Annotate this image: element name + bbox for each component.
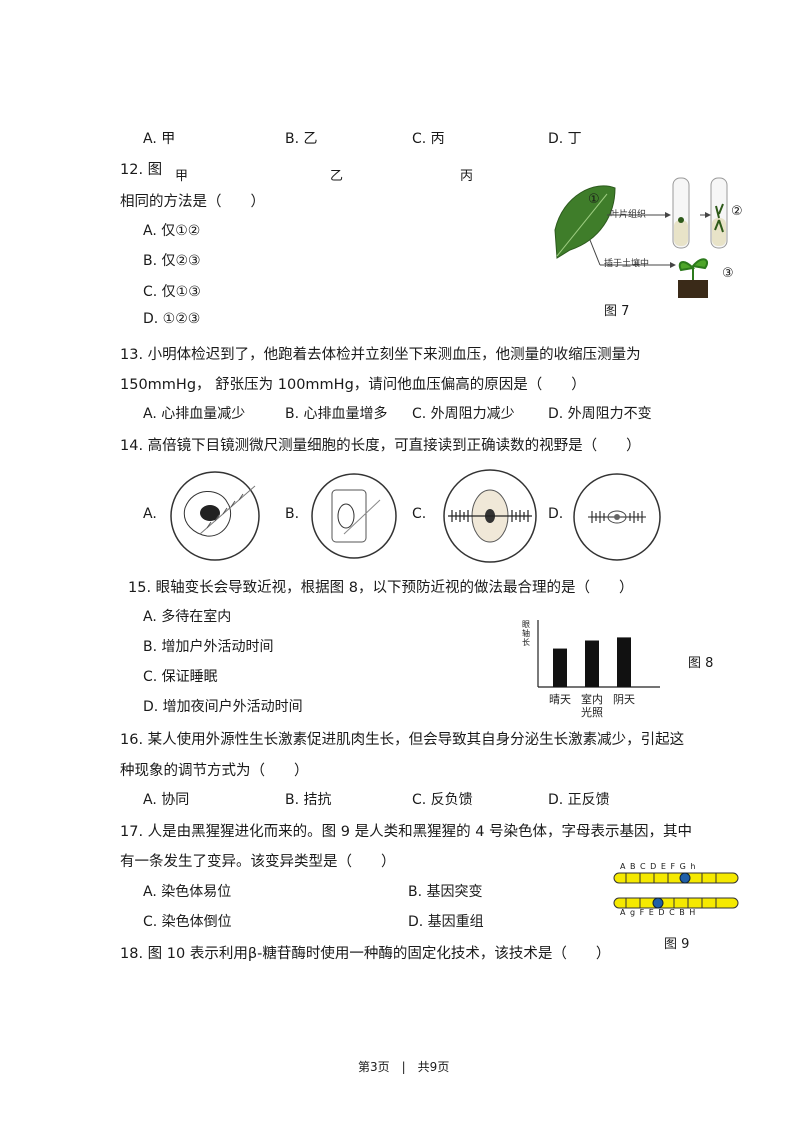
chromosome-bottom	[613, 897, 739, 909]
q15-option-c[interactable]: C. 保证睡眠	[143, 669, 218, 685]
q11-option-d[interactable]: D. 丁	[548, 131, 582, 147]
fig9-caption: 图 9	[664, 937, 690, 952]
q17-stem-line2: 有一条发生了变异。该变异类型是（ ）	[120, 854, 396, 870]
fig7-label-leaf-tissue: 叶片组织	[610, 210, 647, 220]
q11-option-a[interactable]: A. 甲	[143, 131, 176, 147]
page-footer: 第3页 | 共9页	[358, 1060, 450, 1074]
fig7-mark-3: ③	[722, 266, 734, 281]
q14-option-c[interactable]: C.	[412, 506, 427, 522]
q14-field-c	[443, 469, 537, 563]
q11-option-c[interactable]: C. 丙	[412, 131, 445, 147]
q13-option-a[interactable]: A. 心排血量减少	[143, 406, 246, 422]
q13-option-d[interactable]: D. 外周阻力不变	[548, 406, 652, 422]
q14-field-a	[170, 471, 260, 561]
chromosome-top	[613, 872, 739, 884]
fig7-caption: 图 7	[604, 304, 630, 319]
q13-option-b[interactable]: B. 心排血量增多	[285, 406, 388, 422]
chart-bar-1	[585, 640, 599, 687]
q14-option-d[interactable]: D.	[548, 506, 564, 522]
chart-bar-2	[617, 637, 631, 687]
q17-option-d[interactable]: D. 基因重组	[408, 914, 484, 930]
q15-stem: 15. 眼轴变长会导致近视，根据图 8，以下预防近视的做法最合理的是（ ）	[128, 580, 634, 596]
q12-partial-label-bing: 丙	[460, 169, 474, 184]
chart-category-label-1-0: 室内	[581, 692, 603, 706]
q17-option-b[interactable]: B. 基因突变	[408, 884, 483, 900]
q16-stem-line2: 种现象的调节方式为（ ）	[120, 763, 309, 779]
q15-option-d[interactable]: D. 增加夜间户外活动时间	[143, 699, 303, 715]
fig9-bottom-genes: A g F E D C B H	[620, 908, 697, 917]
q14-option-b[interactable]: B.	[285, 506, 300, 522]
q13-stem-line1: 13. 小明体检迟到了，他跑着去体检并立刻坐下来测血压，他测量的收缩压测量为	[120, 347, 641, 363]
q15-option-b[interactable]: B. 增加户外活动时间	[143, 639, 274, 655]
q14-field-b	[311, 473, 397, 559]
q16-option-a[interactable]: A. 协同	[143, 792, 190, 808]
q13-stem-line2: 150mmHg， 舒张压为 100mmHg，请问他血压偏高的原因是（ ）	[120, 377, 586, 393]
q12-option-d[interactable]: D. ①②③	[143, 311, 201, 327]
q12-partial-label-jia: 甲	[175, 169, 189, 184]
chart-y-label: 眼轴长	[522, 620, 530, 647]
q11-option-b[interactable]: B. 乙	[285, 131, 318, 147]
q13-option-c[interactable]: C. 外周阻力减少	[412, 406, 515, 422]
q15-option-a[interactable]: A. 多待在室内	[143, 609, 232, 625]
q16-stem-line1: 16. 某人使用外源性生长激素促进肌肉生长，但会导致其自身分泌生长激素减少，引起…	[120, 732, 685, 748]
fig8-caption: 图 8	[688, 656, 714, 671]
chart-category-label-0-0: 晴天	[549, 693, 571, 706]
q12-number: 12. 图	[120, 162, 163, 178]
q14-field-d	[573, 473, 661, 561]
fig9-top-genes: A B C D E F G h	[620, 862, 697, 871]
q16-option-d[interactable]: D. 正反馈	[548, 792, 610, 808]
chart-bar-0	[553, 648, 567, 687]
q12-option-c[interactable]: C. 仅①③	[143, 284, 201, 300]
q17-stem-line1: 17. 人是由黑猩猩进化而来的。图 9 是人类和黑猩猩的 4 号染色体，字母表示…	[120, 824, 693, 840]
q14-option-a[interactable]: A.	[143, 506, 157, 522]
chart-category-label-1-1: 光照	[581, 705, 603, 719]
fig7-mark-2: ②	[731, 204, 743, 219]
fig7-label-soil: 插于土壤中	[604, 259, 650, 269]
seedling-image	[678, 258, 709, 280]
q12-option-a[interactable]: A. 仅①②	[143, 223, 201, 239]
q17-option-a[interactable]: A. 染色体易位	[143, 884, 232, 900]
figure-7	[554, 177, 728, 298]
q12-partial-label-yi: 乙	[330, 169, 344, 184]
q12-option-b[interactable]: B. 仅②③	[143, 253, 201, 269]
q17-option-c[interactable]: C. 染色体倒位	[143, 914, 232, 930]
q18-stem: 18. 图 10 表示利用β-糖苷酶时使用一种酶的固定化技术，该技术是（ ）	[120, 946, 611, 962]
figure-8-chart: 晴天室内光照阴天	[537, 620, 660, 719]
q12-stem-line2: 相同的方法是（ ）	[120, 194, 265, 210]
q16-option-c[interactable]: C. 反负馈	[412, 792, 473, 808]
fig7-mark-1: ①	[588, 192, 600, 207]
q16-option-b[interactable]: B. 拮抗	[285, 792, 332, 808]
q14-stem: 14. 高倍镜下目镜测微尺测量细胞的长度，可直接读到正确读数的视野是（ ）	[120, 438, 641, 454]
chart-category-label-2-0: 阴天	[613, 693, 635, 706]
